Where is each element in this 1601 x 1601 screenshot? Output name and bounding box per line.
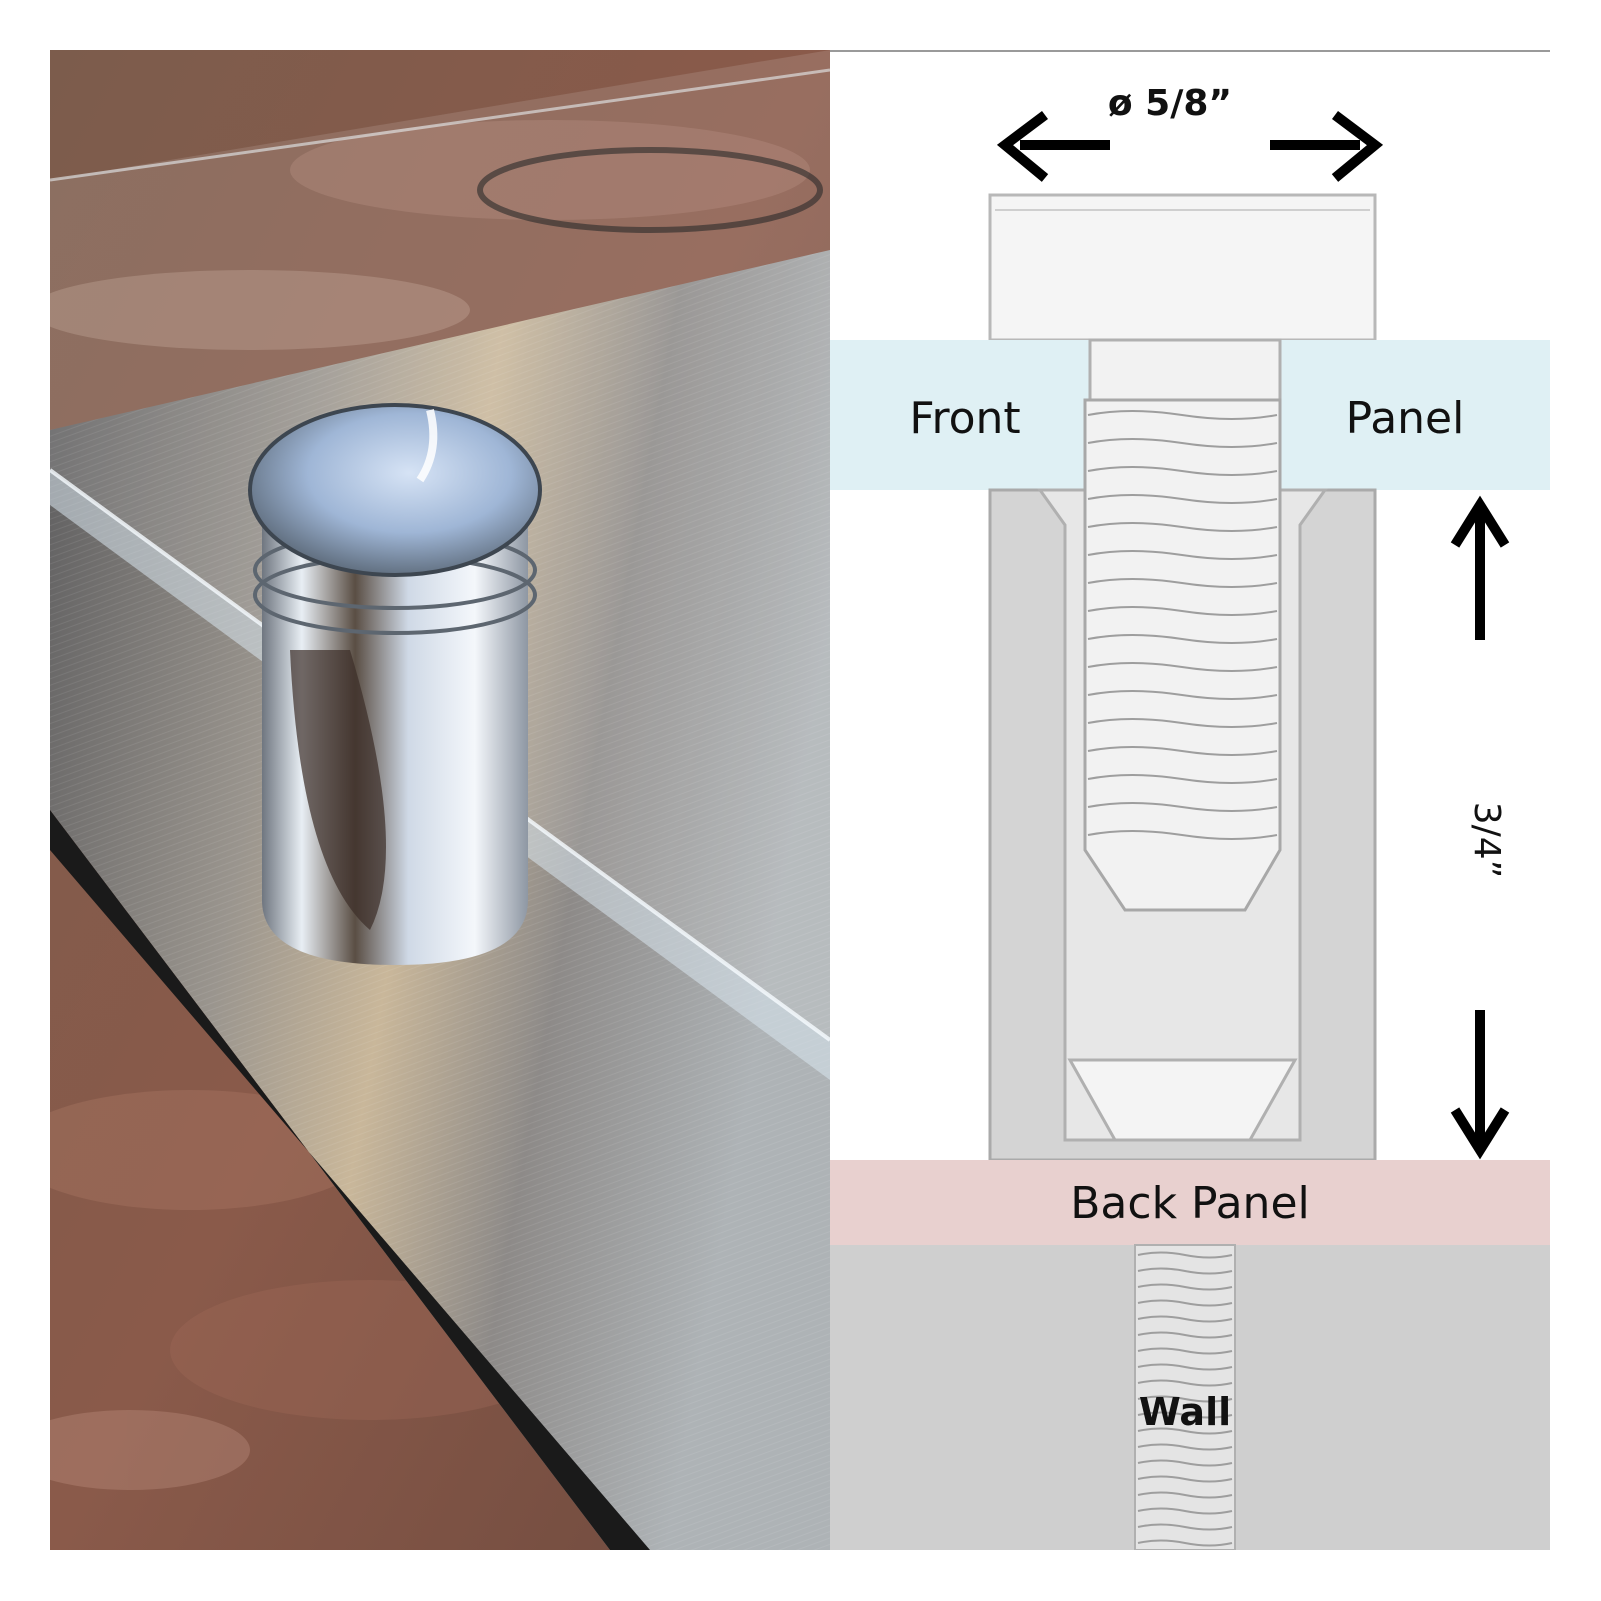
arrow-left-icon [996, 111, 1110, 182]
arrow-right-icon [1270, 111, 1384, 182]
screw [1083, 338, 1282, 912]
standoff-photo [50, 50, 830, 1550]
back-panel [830, 1160, 1550, 1245]
panel-label: Panel [1346, 393, 1465, 444]
wall-label: Wall [1139, 1390, 1231, 1434]
back-panel-label: Back Panel [1070, 1178, 1310, 1229]
diameter-label: ø 5/8” [1108, 83, 1232, 124]
length-dimension: 3/4” [1450, 495, 1510, 1160]
standoff-cap [988, 193, 1377, 342]
diameter-dimension: ø 5/8” [996, 83, 1384, 182]
wall-bolt [1134, 1244, 1236, 1551]
arrow-down-icon [1450, 1010, 1510, 1160]
front-label: Front [909, 393, 1020, 444]
product-image-frame: ø 5/8” Front Panel [50, 50, 1550, 1551]
length-label: 3/4” [1466, 802, 1507, 879]
arrow-up-icon [1450, 495, 1510, 640]
standoff-diagram: ø 5/8” Front Panel [830, 50, 1550, 1551]
